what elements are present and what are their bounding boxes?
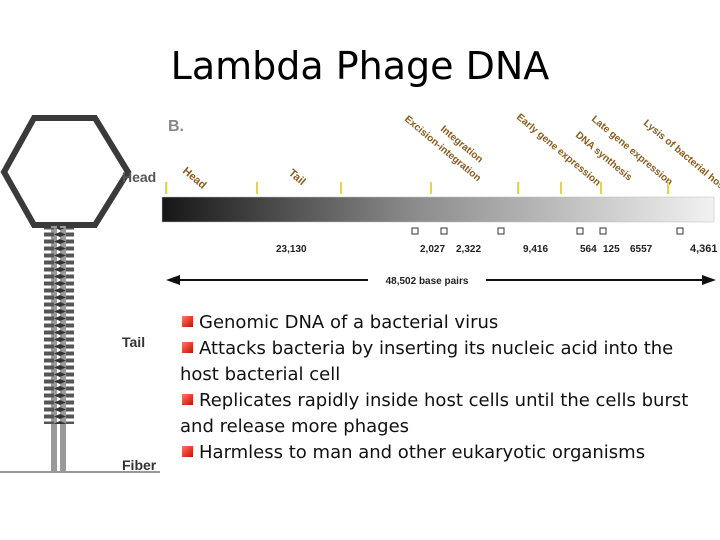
bullet-square-icon: [182, 316, 193, 327]
fragment-size: 2,027: [420, 244, 445, 255]
region-label-lysis: Lysis of bacterial host: [641, 118, 720, 194]
panel-label: B.: [168, 118, 184, 135]
bullet-item: Genomic DNA of a bacterial virus: [180, 310, 715, 336]
restriction-sites: [411, 227, 684, 235]
fragment-size: 23,130: [276, 244, 307, 255]
region-label-head: Head: [180, 165, 208, 191]
phage-fiber-label: Fiber: [122, 457, 157, 473]
total-length-label: 48,502 base pairs: [386, 276, 469, 287]
fragment-size: 4,361: [690, 243, 718, 255]
slide-title: Lambda Phage DNA: [170, 44, 550, 88]
phage-tail-label: Tail: [122, 334, 145, 350]
fragment-size: 9,416: [523, 244, 548, 255]
phage-head-label: Head: [122, 169, 156, 185]
bullet-list: Genomic DNA of a bacterial virus Attacks…: [180, 310, 715, 466]
fragment-size: 125: [603, 244, 620, 255]
dna-bar: [161, 196, 715, 223]
fragment-size: 564: [580, 244, 597, 255]
bullet-item: Replicates rapidly inside host cells unt…: [180, 390, 689, 437]
region-markers: [165, 182, 669, 194]
phage-tail-sheath: [44, 228, 74, 424]
fragment-size: 2,322: [456, 244, 481, 255]
bullet-square-icon: [182, 446, 193, 457]
bullet-square-icon: [182, 342, 193, 353]
bullet-item: Harmless to man and other eukaryotic org…: [180, 440, 715, 466]
bullet-item: Attacks bacteria by inserting its nuclei…: [180, 338, 674, 385]
bullet-square-icon: [182, 394, 193, 405]
fragment-size: 6557: [630, 244, 653, 255]
region-label-tail: Tail: [286, 167, 308, 188]
phage-head-shape: [0, 115, 132, 228]
